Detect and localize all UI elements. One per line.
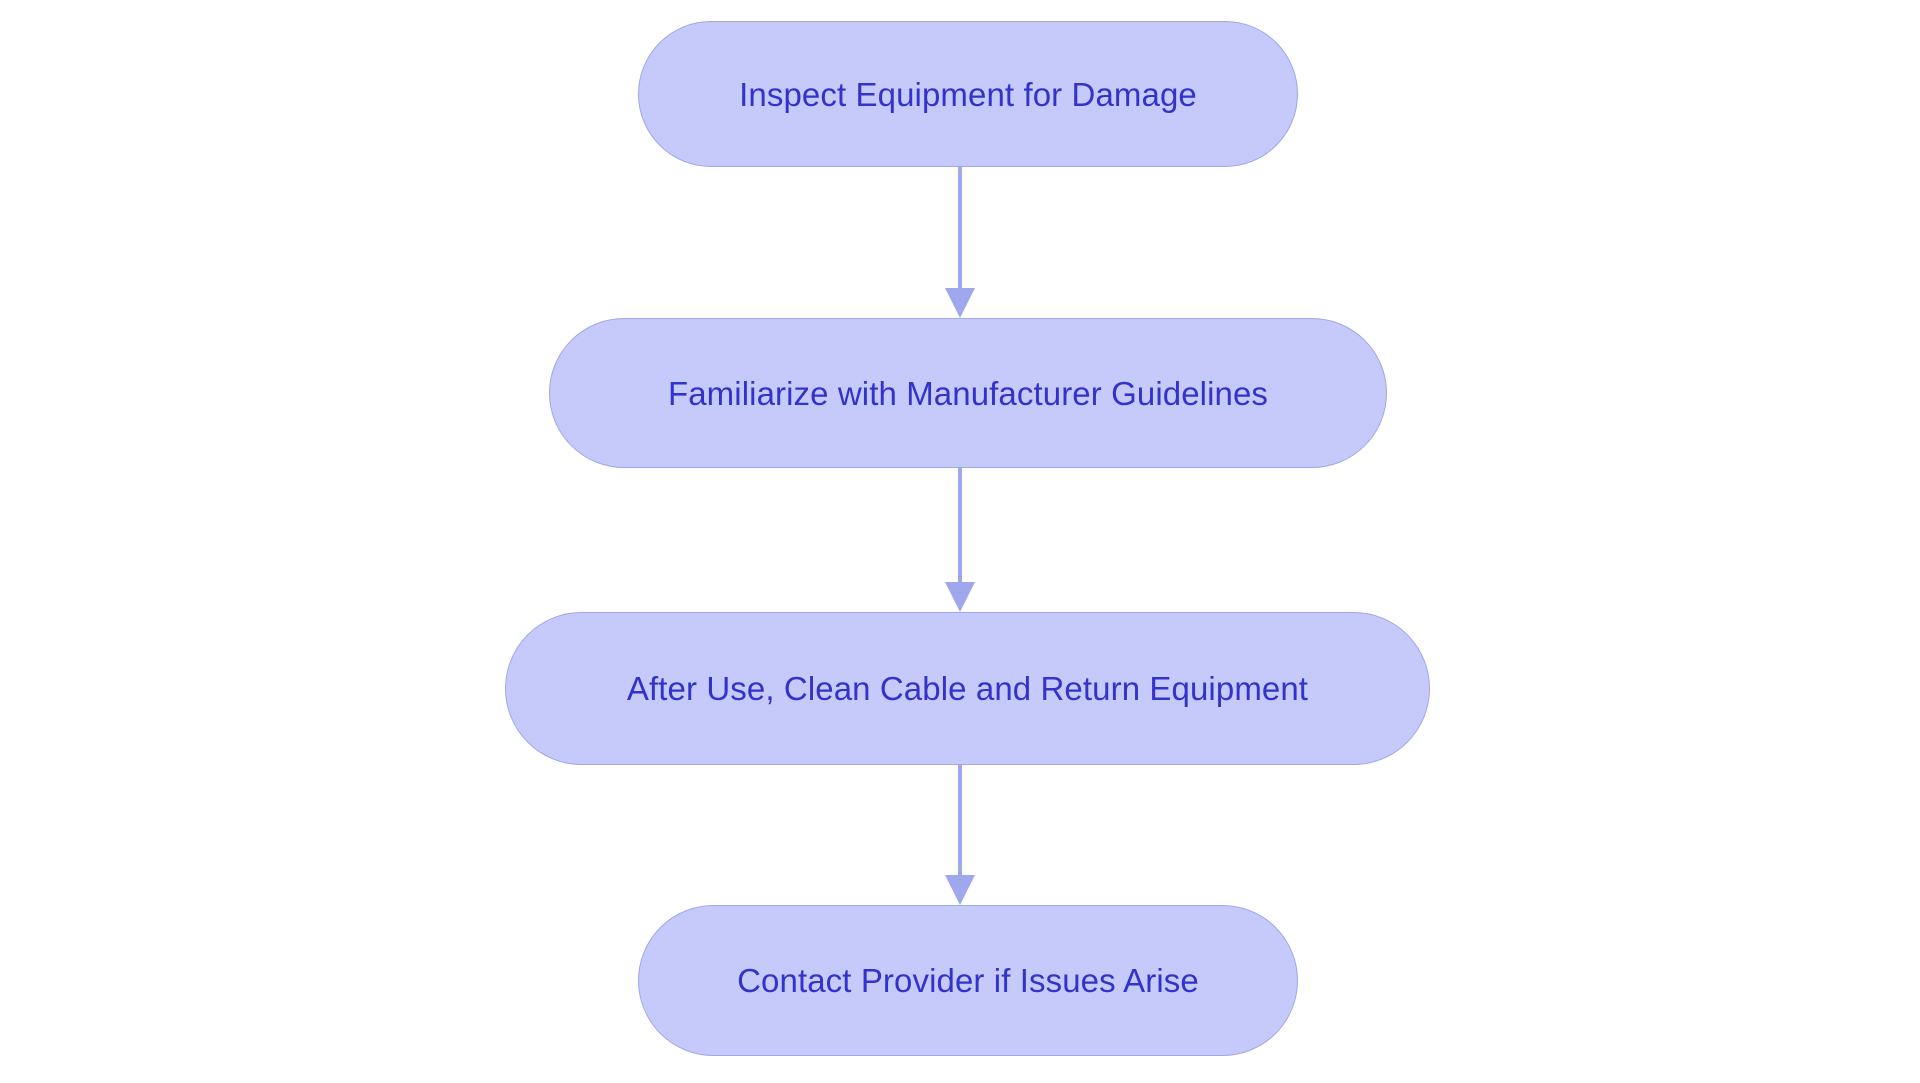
flow-edge-2 bbox=[940, 468, 980, 612]
arrow-down-icon bbox=[945, 875, 975, 905]
flow-edge-1 bbox=[940, 167, 980, 318]
arrow-down-icon bbox=[945, 582, 975, 612]
flow-node-familiarize-guidelines[interactable]: Familiarize with Manufacturer Guidelines bbox=[549, 318, 1387, 468]
flow-node-label: After Use, Clean Cable and Return Equipm… bbox=[626, 670, 1309, 707]
flow-edge-3 bbox=[940, 765, 980, 905]
flow-node-inspect-equipment[interactable]: Inspect Equipment for Damage bbox=[638, 21, 1298, 167]
flow-node-label: Inspect Equipment for Damage bbox=[739, 75, 1197, 113]
edge-line bbox=[958, 765, 962, 875]
flow-node-label: Contact Provider if Issues Arise bbox=[737, 962, 1199, 999]
flow-node-label: Familiarize with Manufacturer Guidelines bbox=[667, 374, 1269, 412]
arrow-down-icon bbox=[945, 288, 975, 318]
edge-line bbox=[958, 167, 962, 288]
edge-line bbox=[958, 468, 962, 582]
flow-node-contact-provider[interactable]: Contact Provider if Issues Arise bbox=[638, 905, 1298, 1056]
flow-node-clean-and-return[interactable]: After Use, Clean Cable and Return Equipm… bbox=[505, 612, 1430, 765]
